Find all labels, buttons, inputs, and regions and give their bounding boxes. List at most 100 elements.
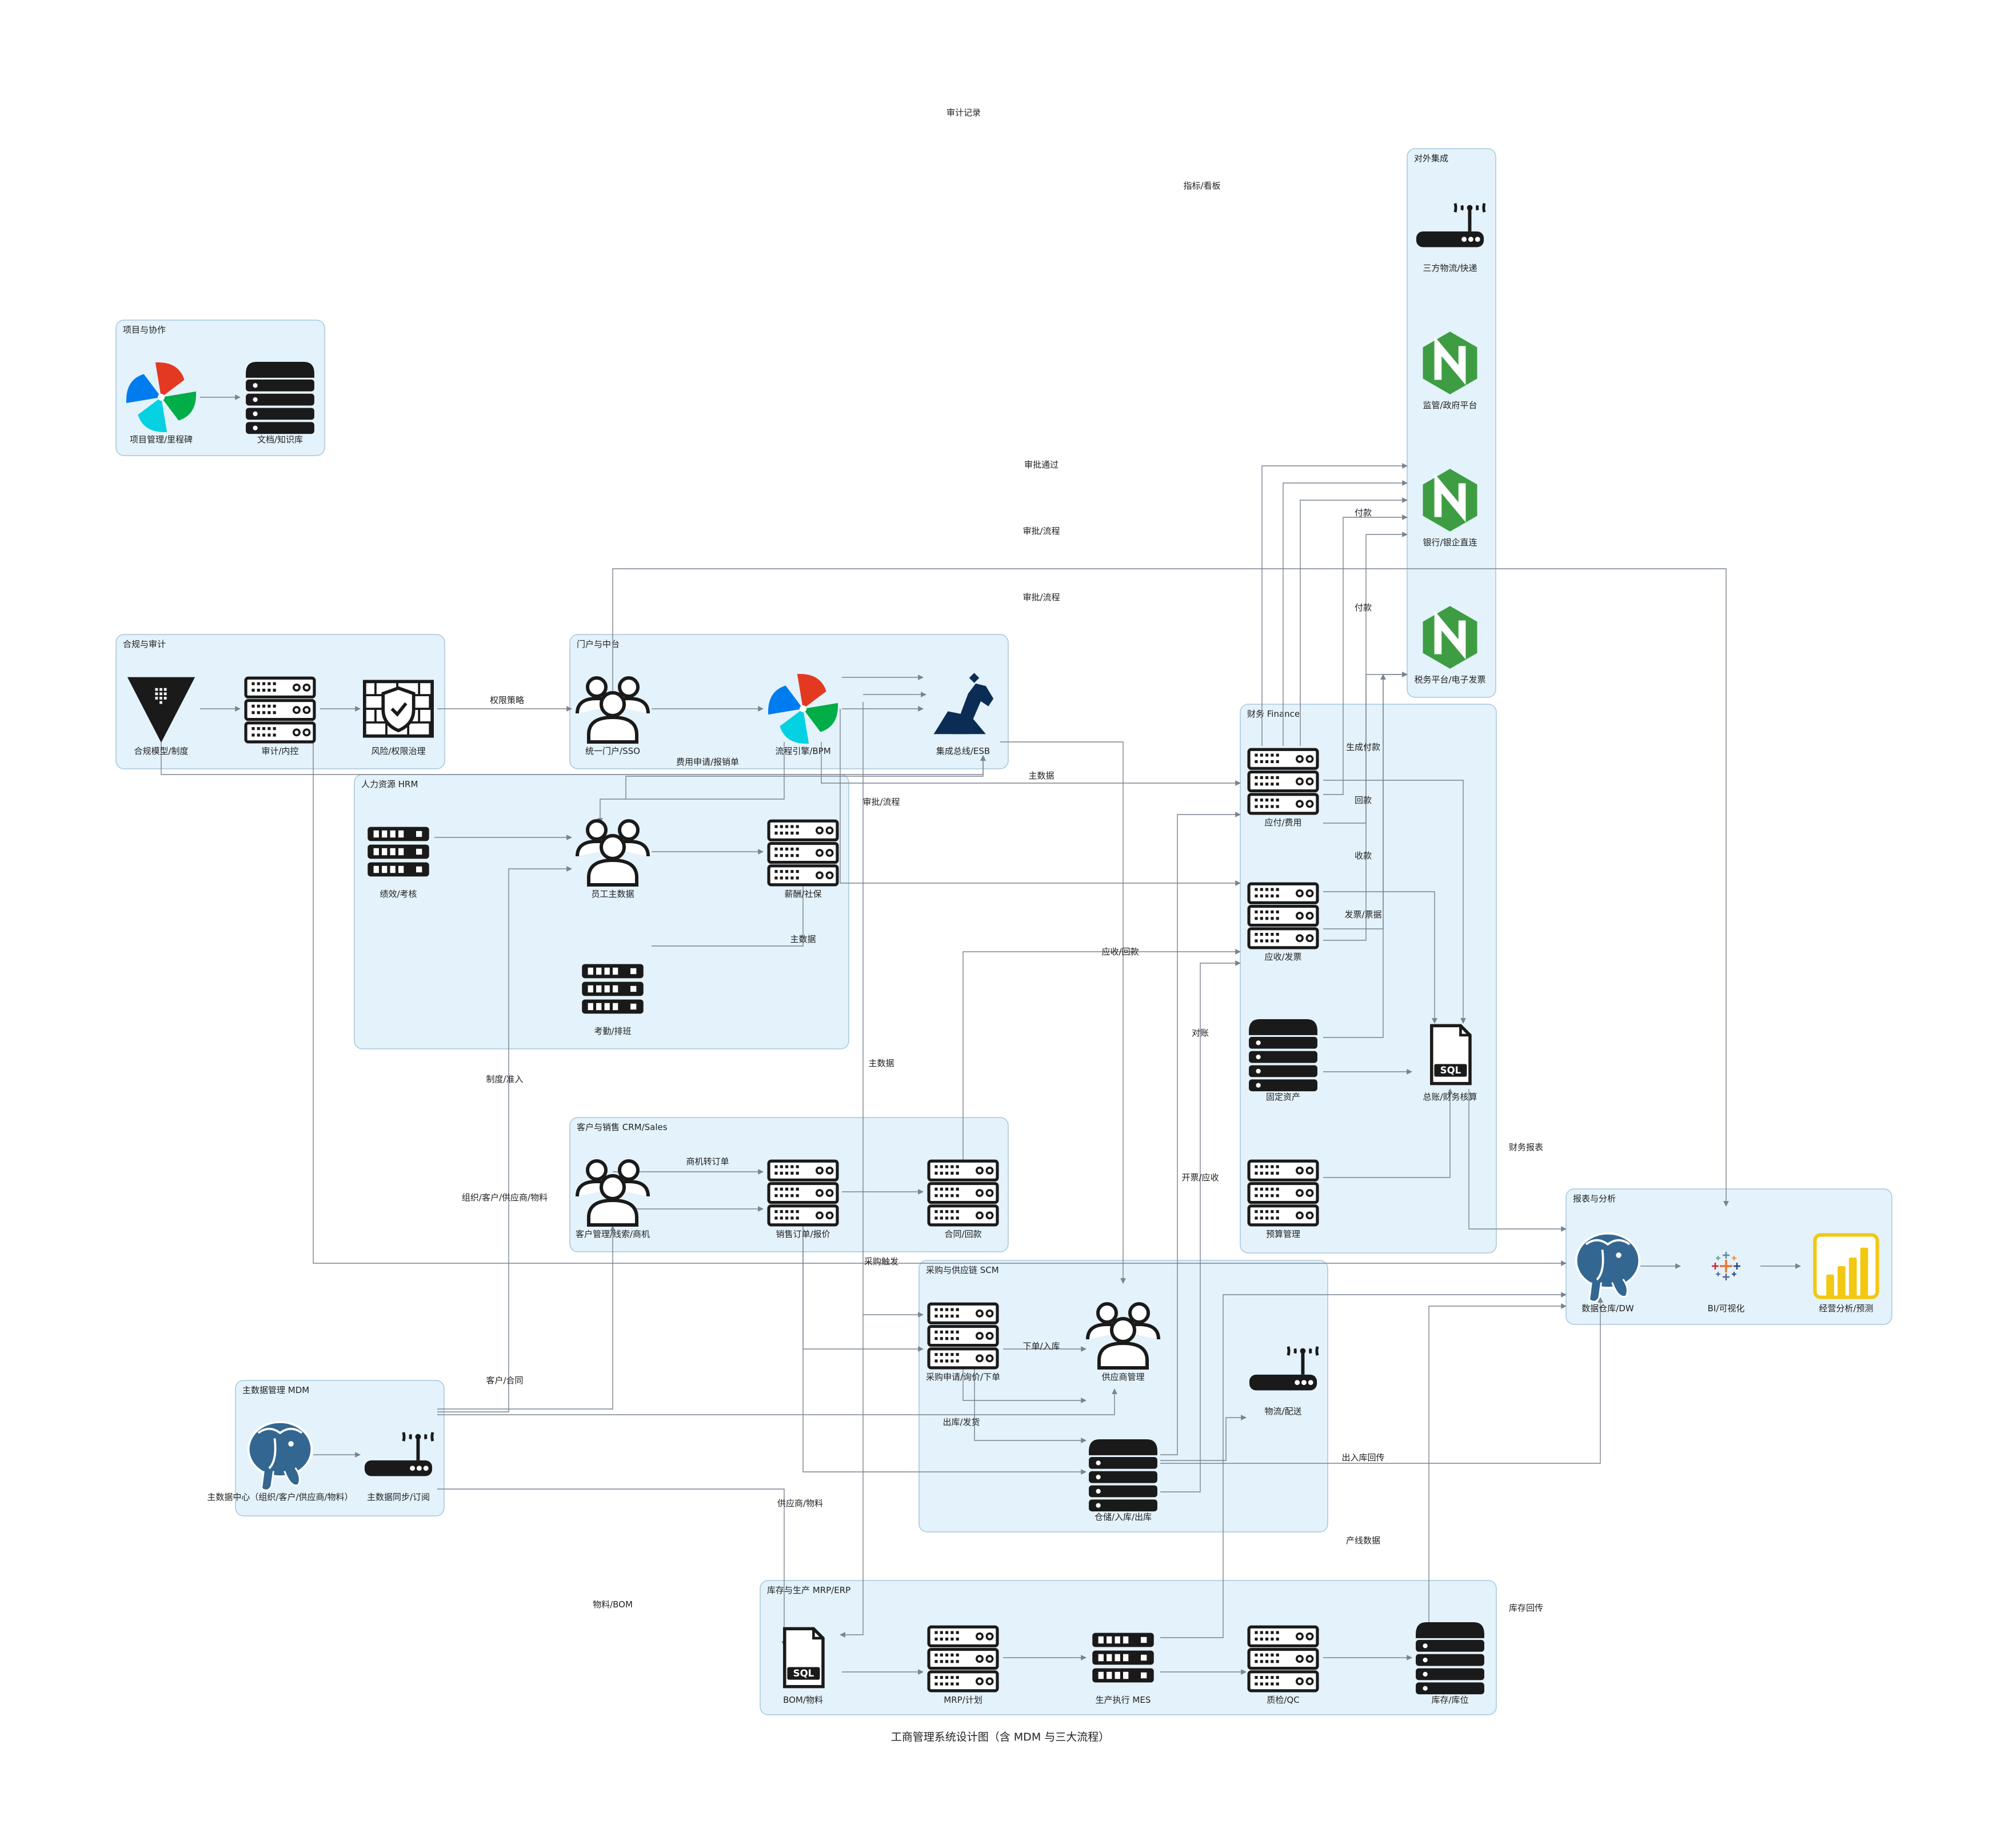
node-label: 考勤/排班 bbox=[594, 1026, 631, 1036]
storage-stack-icon bbox=[246, 362, 314, 434]
node-budget[interactable]: 预算管理 bbox=[1247, 1159, 1319, 1239]
node-label: 统一门户/SSO bbox=[585, 746, 640, 756]
cluster-hrm: 人力资源 HRM bbox=[354, 774, 849, 1049]
server-icon bbox=[927, 1159, 999, 1227]
node-label: 集成总线/ESB bbox=[936, 746, 990, 756]
cluster-box bbox=[235, 1380, 445, 1516]
vault-triangle-icon bbox=[127, 677, 195, 743]
cluster-mdm: 主数据管理 MDM bbox=[235, 1380, 445, 1516]
cluster-label: 采购与供应链 SCM bbox=[926, 1265, 999, 1275]
node-label: 采购申请/询价/下单 bbox=[926, 1372, 1000, 1382]
edge-label: 制度/准入 bbox=[486, 1074, 523, 1084]
sql-file-icon: SQL bbox=[1430, 1024, 1472, 1085]
cluster-label: 项目与协作 bbox=[123, 325, 166, 335]
node-label: 银行/银企直连 bbox=[1423, 537, 1477, 548]
edge-labels: 审计记录指标/看板审批通过审批/流程审批/流程付款付款权限策略费用申请/报销单主… bbox=[462, 107, 1543, 1613]
edge-label: 采购触发 bbox=[864, 1256, 898, 1267]
node-mdmhub[interactable]: 主数据中心（组织/客户/供应商/物料） bbox=[207, 1420, 353, 1502]
node-bom[interactable]: SQL BOM/物料 bbox=[783, 1627, 825, 1705]
edge-label: 指标/看板 bbox=[1183, 181, 1220, 191]
node-inventory[interactable]: 库存/库位 bbox=[1416, 1622, 1484, 1705]
node-supplier[interactable]: 供应商管理 bbox=[1086, 1302, 1160, 1382]
node-forecast[interactable]: 经营分析/预测 bbox=[1813, 1233, 1879, 1314]
svg-text:SQL: SQL bbox=[1440, 1065, 1461, 1076]
node-logistics3p[interactable]: 三方物流/快递 bbox=[1416, 203, 1486, 273]
node-bi[interactable]: BI/可视化 bbox=[1708, 1252, 1745, 1314]
node-policy[interactable]: 合规模型/制度 bbox=[127, 677, 195, 756]
node-ar[interactable]: 应收/发票 bbox=[1247, 882, 1319, 962]
postgresql-elephant-icon bbox=[247, 1420, 313, 1491]
server-icon bbox=[1247, 882, 1319, 949]
node-dw[interactable]: 数据仓库/DW bbox=[1575, 1232, 1641, 1314]
node-pm[interactable]: 项目管理/里程碑 bbox=[126, 362, 196, 445]
node-mdmsync[interactable]: 主数据同步/订阅 bbox=[364, 1432, 434, 1502]
node-purchase[interactable]: 采购申请/询价/下单 bbox=[926, 1302, 1000, 1382]
node-mes[interactable]: 生产执行 MES bbox=[1092, 1633, 1154, 1705]
cluster-box bbox=[115, 320, 325, 456]
node-label: BOM/物料 bbox=[783, 1695, 823, 1705]
node-contract[interactable]: 合同/回款 bbox=[927, 1159, 999, 1239]
edge-label: 主数据 bbox=[790, 934, 816, 944]
node-mrp[interactable]: MRP/计划 bbox=[927, 1625, 999, 1705]
storage-stack-icon bbox=[1249, 1019, 1317, 1092]
node-tax[interactable]: 税务平台/电子发票 bbox=[1414, 606, 1486, 685]
node-label: 税务平台/电子发票 bbox=[1414, 674, 1485, 685]
node-label: 客户管理/线索/商机 bbox=[576, 1229, 650, 1239]
node-payroll[interactable]: 薪酬/社保 bbox=[767, 819, 839, 899]
cluster-label: 合规与审计 bbox=[123, 639, 166, 649]
cluster-box bbox=[1240, 704, 1497, 1254]
edge bbox=[1160, 960, 1241, 1492]
edge-label: 开票/应收 bbox=[1181, 1172, 1219, 1183]
node-label: 三方物流/快递 bbox=[1423, 263, 1477, 273]
node-warehouse[interactable]: 仓储/入库/出库 bbox=[1089, 1439, 1157, 1522]
node-bank[interactable]: 银行/银企直连 bbox=[1423, 469, 1477, 548]
edge-label: 出入库回传 bbox=[1341, 1452, 1384, 1463]
node-kb[interactable]: 文档/知识库 bbox=[246, 362, 314, 445]
node-perf[interactable]: 绩效/考核 bbox=[368, 827, 429, 899]
node-label: 主数据中心（组织/客户/供应商/物料） bbox=[207, 1492, 353, 1502]
edge bbox=[840, 1315, 864, 1638]
edge bbox=[1261, 463, 1408, 746]
edge-label: 库存回传 bbox=[1509, 1603, 1543, 1613]
cluster-scm: 采购与供应链 SCM bbox=[918, 1260, 1328, 1532]
node-delivery[interactable]: 物流/配送 bbox=[1249, 1346, 1319, 1416]
node-order[interactable]: 销售订单/报价 bbox=[767, 1159, 839, 1239]
cluster-project: 项目与协作 bbox=[115, 320, 325, 456]
node-esb[interactable]: 集成总线/ESB bbox=[933, 673, 994, 756]
node-attendance[interactable]: 考勤/排班 bbox=[582, 964, 644, 1036]
cluster-report: 报表与分析 bbox=[1565, 1188, 1892, 1325]
node-ap[interactable]: 应付/费用 bbox=[1247, 748, 1319, 828]
node-label: 销售订单/报价 bbox=[776, 1229, 830, 1239]
edge bbox=[840, 709, 1241, 886]
nodes: 项目管理/里程碑文档/知识库 三方物流/快递监管/政府平台银行/银企直连税务平台/… bbox=[126, 203, 1879, 1705]
node-bpm[interactable]: 流程引擎/BPM bbox=[768, 673, 838, 756]
node-customer[interactable]: 客户管理/线索/商机 bbox=[576, 1159, 650, 1239]
edge-label: 审计记录 bbox=[946, 107, 981, 118]
users-icon bbox=[576, 1159, 650, 1227]
powerbi-icon bbox=[1813, 1233, 1879, 1299]
node-gov[interactable]: 监管/政府平台 bbox=[1423, 332, 1477, 410]
cluster-finance: 财务 Finance bbox=[1240, 704, 1497, 1254]
node-fixed[interactable]: 固定资产 bbox=[1249, 1019, 1317, 1102]
edge bbox=[1283, 480, 1408, 746]
cluster-label: 门户与中台 bbox=[577, 639, 620, 649]
edge bbox=[437, 1488, 787, 1647]
node-label: 合同/回款 bbox=[944, 1229, 981, 1239]
node-qc[interactable]: 质检/QC bbox=[1247, 1625, 1319, 1705]
node-risk[interactable]: 风险/权限治理 bbox=[362, 680, 434, 756]
node-employee[interactable]: 员工主数据 bbox=[576, 819, 650, 899]
node-sso[interactable]: 统一门户/SSO bbox=[576, 676, 650, 756]
users-icon bbox=[1086, 1302, 1160, 1370]
edge bbox=[1428, 1303, 1567, 1623]
node-audit[interactable]: 审计/内控 bbox=[244, 676, 316, 756]
edge bbox=[313, 742, 1567, 1266]
sql-file-icon: SQL bbox=[783, 1627, 825, 1689]
edge bbox=[597, 742, 785, 824]
cluster-label: 财务 Finance bbox=[1247, 709, 1300, 719]
rack-icon bbox=[582, 964, 644, 1014]
edge-label: 收款 bbox=[1355, 851, 1372, 861]
edge-label: 客户/合同 bbox=[486, 1375, 523, 1386]
edge bbox=[625, 755, 986, 799]
node-label: 物流/配送 bbox=[1264, 1406, 1301, 1416]
